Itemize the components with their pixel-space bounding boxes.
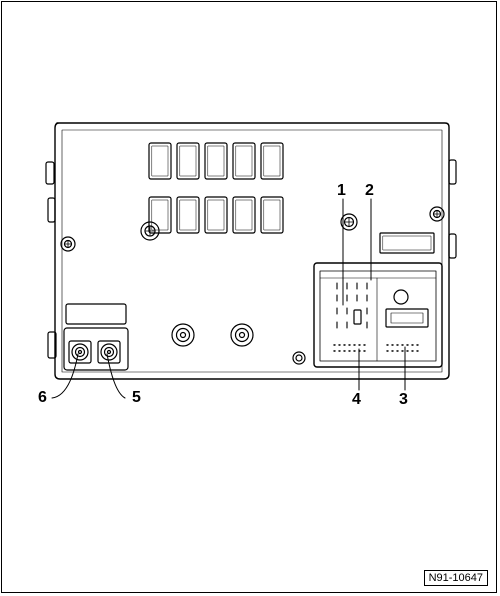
antenna-socket-6 (68, 340, 92, 364)
mounting-screws (60, 206, 445, 365)
slot-top-right (379, 232, 435, 254)
cooling-fins-bottom (148, 196, 284, 234)
callout-1: 1 (337, 182, 346, 199)
screw-bottom-2 (230, 323, 254, 347)
screw-bottom-1 (171, 323, 195, 347)
screw-top-right (340, 213, 358, 231)
quadlock-connector (313, 262, 443, 368)
callout-2: 2 (365, 182, 374, 199)
screw-fins (140, 221, 160, 241)
radio-rear-housing (45, 122, 457, 380)
callout-4: 4 (352, 391, 361, 408)
callout-5: 5 (132, 389, 141, 406)
connector-latch (385, 308, 429, 328)
screw-left (60, 236, 76, 252)
callout-3: 3 (399, 391, 408, 408)
coding-switch (353, 309, 362, 325)
figure-id-label: N91-10647 (423, 570, 488, 586)
screw-connector (292, 351, 306, 365)
leader-6 (51, 353, 79, 399)
screw-far-right (429, 206, 445, 222)
leader-lines (51, 198, 406, 399)
leader-5 (106, 353, 126, 399)
antenna-socket-5 (97, 340, 121, 364)
callout-6: 6 (38, 389, 47, 406)
round-socket (393, 289, 409, 305)
cooling-fins-top (148, 142, 284, 180)
fakra-antenna-block (63, 303, 129, 371)
